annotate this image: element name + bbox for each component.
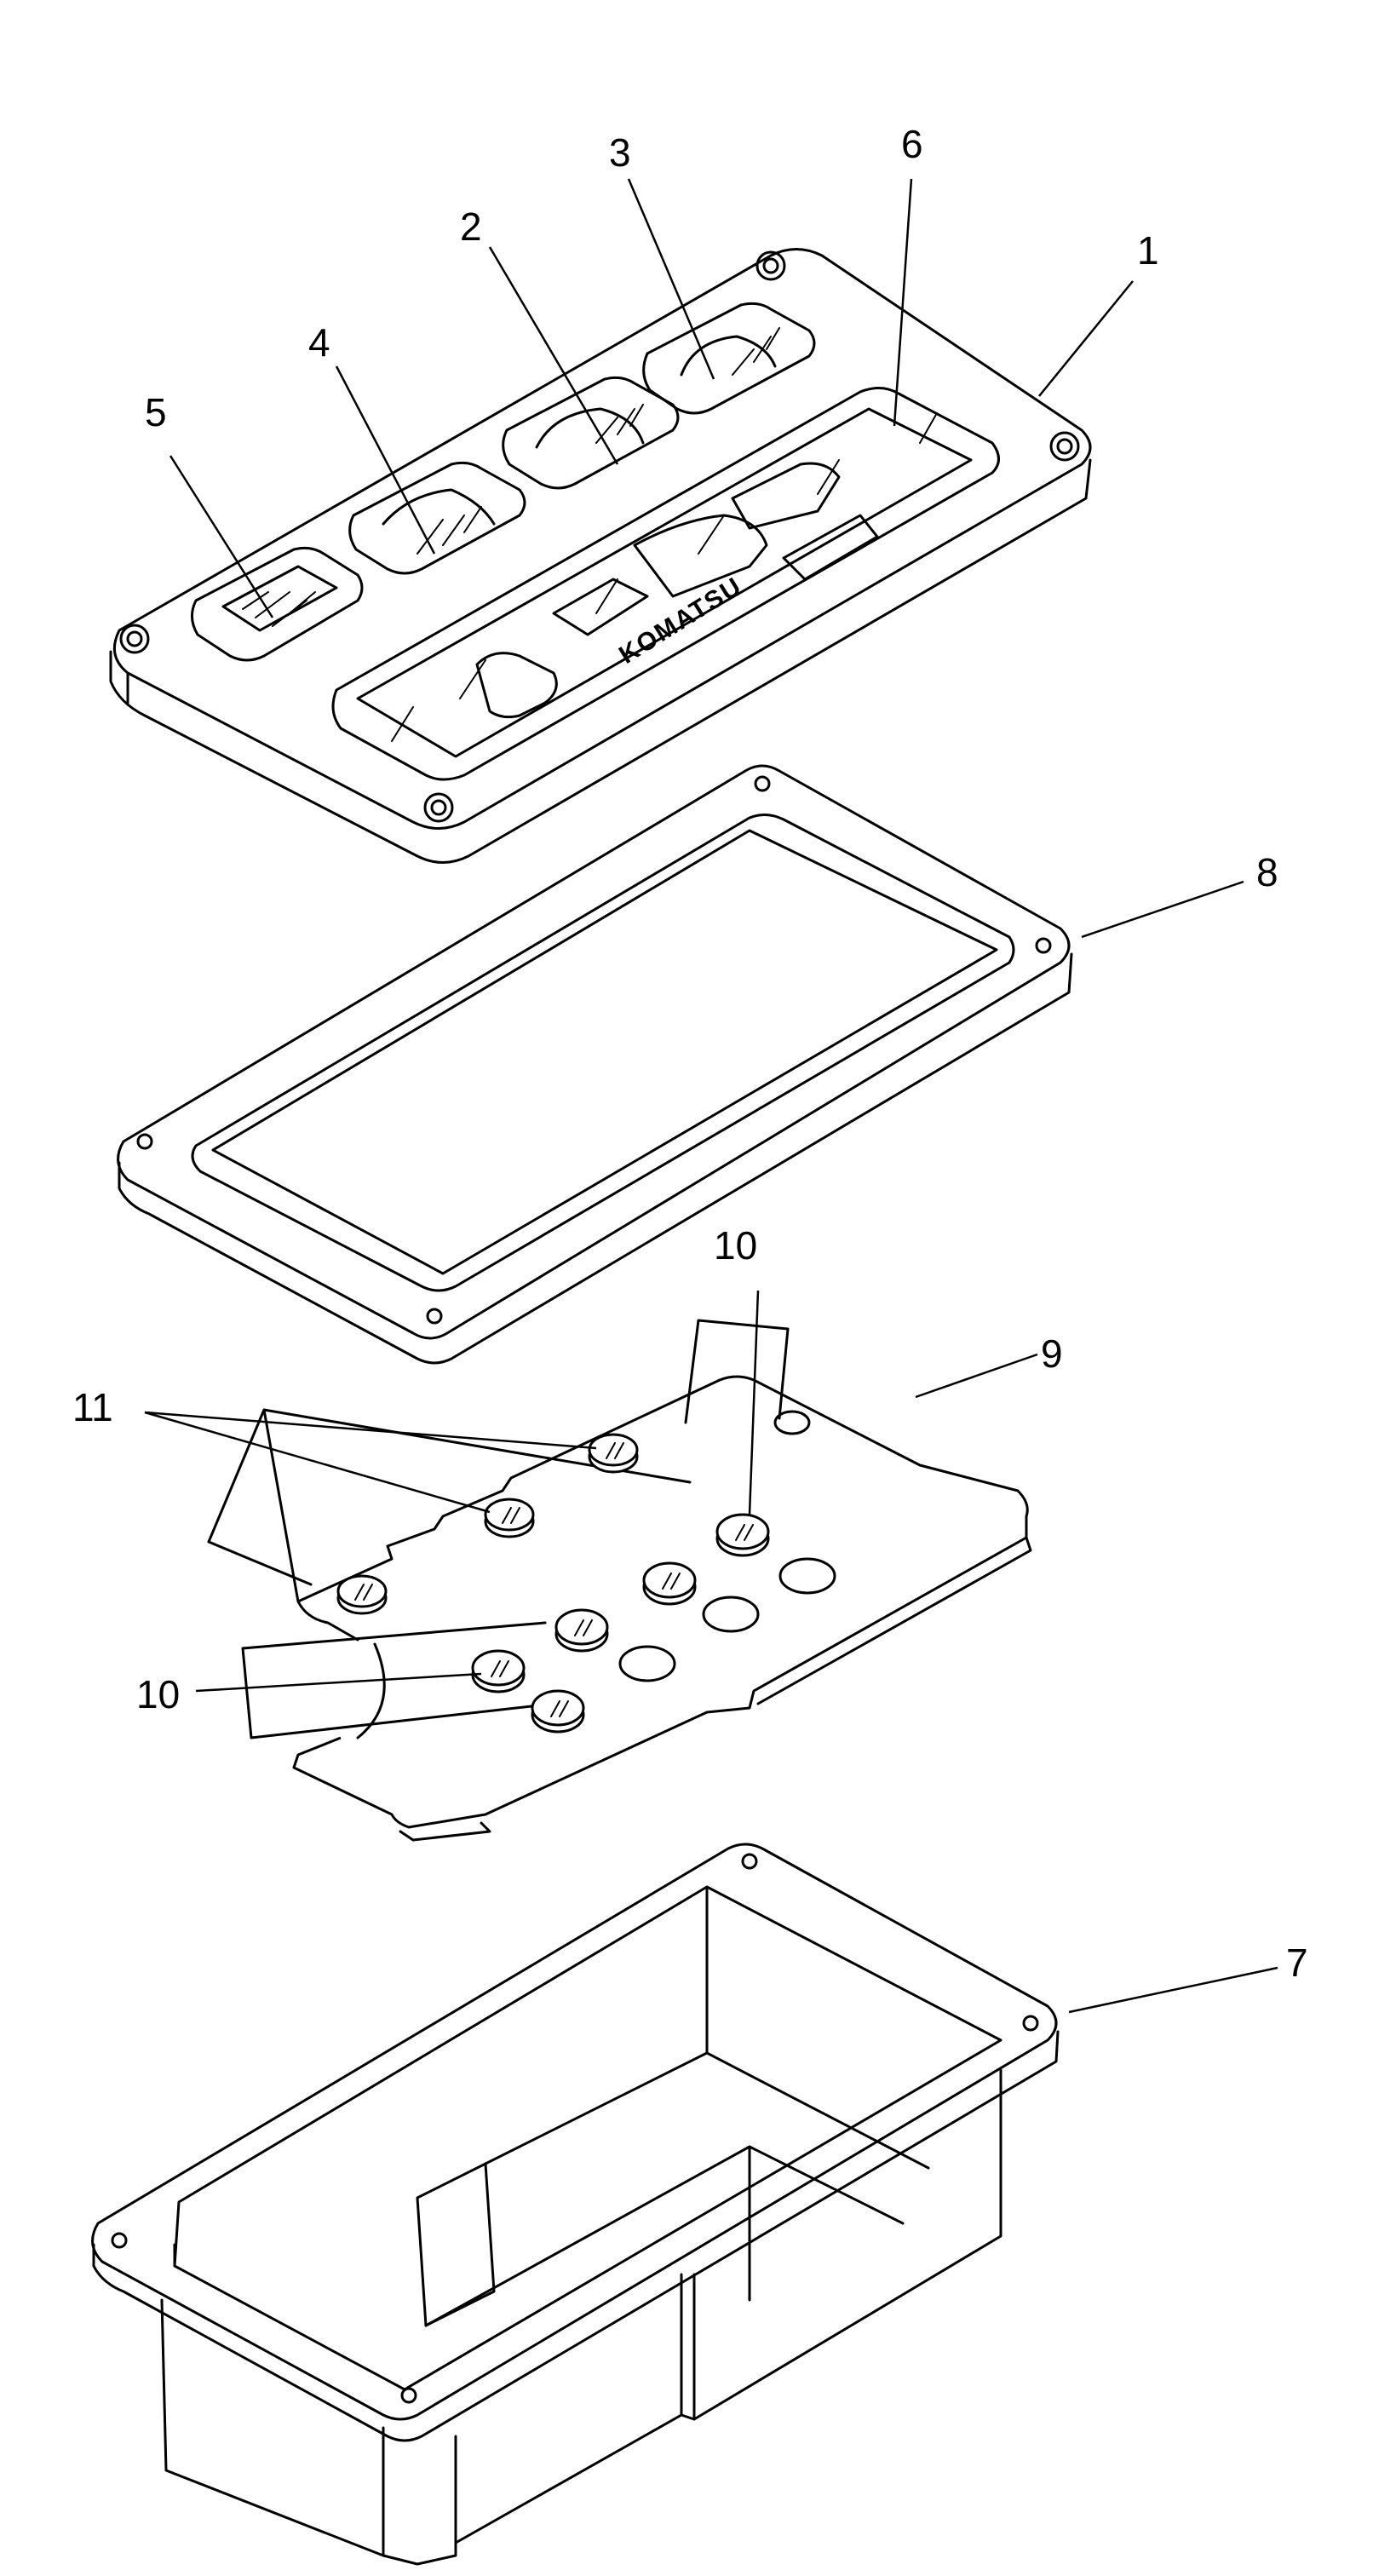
callout-5: 5 bbox=[145, 390, 167, 434]
leader-lines-board bbox=[144, 1290, 1038, 1693]
part-2-gauge-window bbox=[502, 376, 680, 490]
callout-10-lower: 10 bbox=[136, 1672, 180, 1716]
part-5-gauge-window bbox=[191, 546, 364, 662]
callout-6: 6 bbox=[901, 122, 923, 166]
part-9-circuit-board bbox=[207, 1319, 1032, 1842]
part-4-gauge-window bbox=[348, 461, 526, 575]
callout-4: 4 bbox=[308, 320, 330, 365]
callout-7: 7 bbox=[1286, 1941, 1308, 1985]
callout-3: 3 bbox=[609, 130, 631, 175]
callout-11: 11 bbox=[72, 1385, 113, 1429]
part-7-housing bbox=[91, 1843, 1278, 2566]
callout-10-upper: 10 bbox=[714, 1223, 757, 1268]
lamp-sockets bbox=[618, 1410, 836, 1682]
leader-lines-top bbox=[169, 178, 1134, 618]
part-1-top-panel bbox=[109, 248, 1092, 864]
callout-labels: 1 2 3 4 5 6 8 10 9 11 10 7 bbox=[72, 122, 1308, 1985]
part-3-gauge-window bbox=[642, 302, 816, 415]
part-8-gasket bbox=[117, 764, 1244, 1365]
part-10-lamp bbox=[336, 1433, 770, 1734]
callout-2: 2 bbox=[460, 204, 482, 249]
callout-1: 1 bbox=[1137, 228, 1159, 273]
callout-8: 8 bbox=[1256, 850, 1278, 894]
callout-9: 9 bbox=[1041, 1331, 1063, 1376]
